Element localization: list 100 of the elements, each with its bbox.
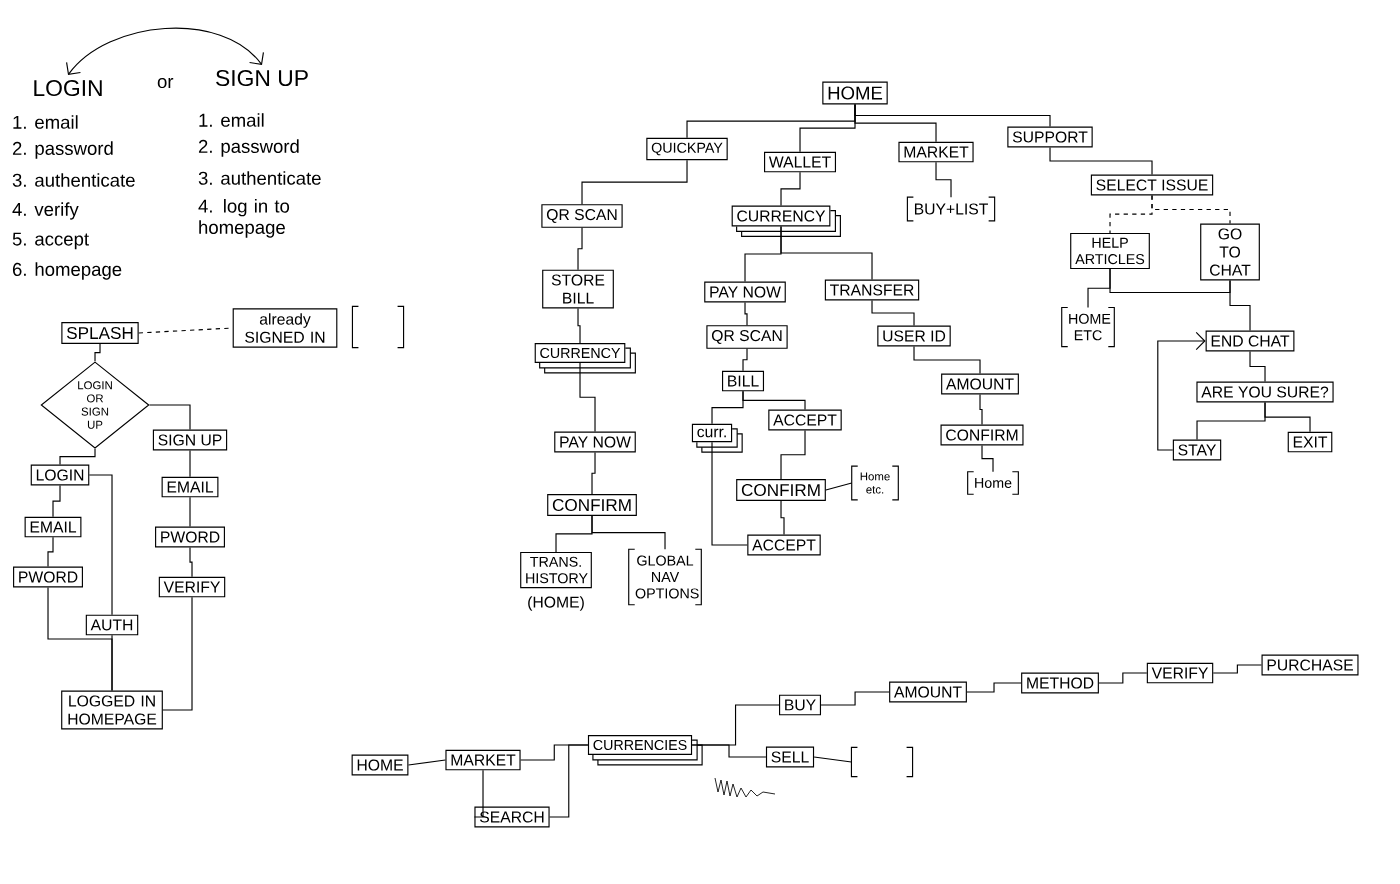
- process-box: EMAIL: [24, 516, 82, 538]
- bracket-note: BUY+LIST: [906, 196, 996, 222]
- connector: [579, 362, 596, 433]
- process-box: BILL: [722, 370, 765, 392]
- connector: [711, 441, 748, 546]
- stacked-box: CURRENCY: [731, 205, 841, 237]
- note-text: 3. authenticate: [12, 173, 135, 187]
- connector: [591, 515, 666, 550]
- connector: [913, 345, 981, 375]
- connector: [966, 682, 1022, 693]
- connector: [473, 769, 484, 818]
- process-box: QR SCAN: [706, 325, 788, 349]
- process-box: GO TO CHAT: [1200, 223, 1260, 281]
- process-box: SIGN UP: [152, 429, 228, 451]
- caption-text: (HOME): [528, 596, 584, 611]
- process-box: MARKET: [898, 141, 974, 163]
- stacked-box: CURRENCIES: [587, 735, 703, 766]
- process-box: ARE YOU SURE?: [1196, 381, 1334, 403]
- bracket-note: [850, 746, 914, 778]
- connector: [111, 634, 113, 692]
- process-box: PAY NOW: [554, 431, 636, 453]
- process-box: already SIGNED IN: [232, 308, 338, 348]
- connector: [591, 451, 596, 495]
- process-box: END CHAT: [1205, 330, 1295, 352]
- stacked-box: curr.: [691, 423, 743, 453]
- process-box: EMAIL: [161, 476, 219, 498]
- process-box: SELL: [765, 746, 815, 768]
- connector: [189, 496, 191, 528]
- note-text: 2. password: [198, 139, 299, 157]
- connector: [1212, 664, 1263, 674]
- connector: [59, 448, 96, 466]
- heading-text: LOGIN: [34, 79, 102, 97]
- note-text: 1. email: [13, 115, 78, 129]
- bracket-note: GLOBAL NAV OPTIONS: [628, 548, 702, 606]
- process-box: CONFIRM: [547, 494, 637, 516]
- process-box: ACCEPT: [747, 534, 821, 556]
- process-box: LOGGED IN HOMEPAGE: [61, 690, 163, 730]
- process-box: AMOUNT: [889, 681, 967, 703]
- connector: [88, 474, 113, 616]
- note-text: 2. password: [12, 141, 113, 159]
- connector: [780, 429, 806, 480]
- process-box: MARKET: [445, 749, 521, 771]
- process-box: CONFIRM: [736, 479, 826, 501]
- connector: [1157, 331, 1206, 451]
- connector: [581, 159, 688, 205]
- connector: [1229, 279, 1251, 332]
- process-box: SUPPORT: [1007, 126, 1093, 148]
- process-box: HOME: [822, 81, 888, 105]
- connector: [1098, 672, 1148, 684]
- connector: [780, 171, 801, 207]
- process-box: METHOD: [1021, 672, 1099, 694]
- process-box: LOGIN: [30, 464, 90, 486]
- process-box: SPLASH: [61, 322, 139, 344]
- connector: [981, 444, 994, 473]
- note-text: 6. homepage: [12, 262, 122, 280]
- connector: [577, 307, 581, 344]
- process-box: PWORD: [155, 526, 225, 548]
- connector: [979, 393, 983, 426]
- connector: [1087, 268, 1111, 308]
- note-text: 5. accept: [12, 232, 89, 250]
- process-box: STORE BILL: [542, 269, 614, 309]
- process-box: SELECT ISSUE: [1090, 174, 1214, 196]
- note-text: 4. verify: [12, 202, 79, 220]
- connector: [189, 449, 191, 478]
- process-box: VERIFY: [158, 576, 226, 598]
- process-box: QUICKPAY: [646, 137, 728, 161]
- note-text: or: [157, 77, 174, 89]
- connector: [148, 404, 191, 431]
- connector: [138, 327, 234, 334]
- process-box: AMOUNT: [941, 373, 1019, 395]
- process-box: HOME: [351, 754, 409, 776]
- connector: [780, 225, 873, 281]
- process-box: CONFIRM: [940, 424, 1024, 446]
- bracket-note: Home: [967, 471, 1019, 495]
- connector: [813, 756, 852, 763]
- note-text: 1. email: [199, 113, 264, 127]
- bracket-note: Home etc.: [851, 465, 899, 501]
- process-box: EXIT: [1287, 431, 1333, 453]
- connector: [577, 227, 583, 271]
- connector: [691, 744, 767, 758]
- note-text: 3. authenticate: [198, 171, 321, 185]
- process-box: WALLET: [764, 151, 836, 173]
- connector: [1249, 350, 1266, 383]
- note-text: 4. log in to homepage: [198, 199, 290, 238]
- connector: [1264, 401, 1311, 433]
- process-box: AUTH: [85, 614, 139, 636]
- connector: [94, 343, 101, 362]
- connector: [407, 759, 446, 766]
- connector: [52, 484, 61, 518]
- connector: [744, 301, 748, 326]
- connector: [549, 744, 589, 818]
- process-box: TRANSFER: [824, 279, 920, 301]
- connector: [871, 299, 915, 327]
- connector: [742, 390, 806, 411]
- connector: [162, 596, 193, 711]
- bracket-note: HOME ETC: [1061, 306, 1115, 348]
- connector: [742, 348, 748, 372]
- process-box: PWORD: [13, 566, 83, 588]
- connector: [1151, 194, 1231, 225]
- connector: [854, 103, 1051, 128]
